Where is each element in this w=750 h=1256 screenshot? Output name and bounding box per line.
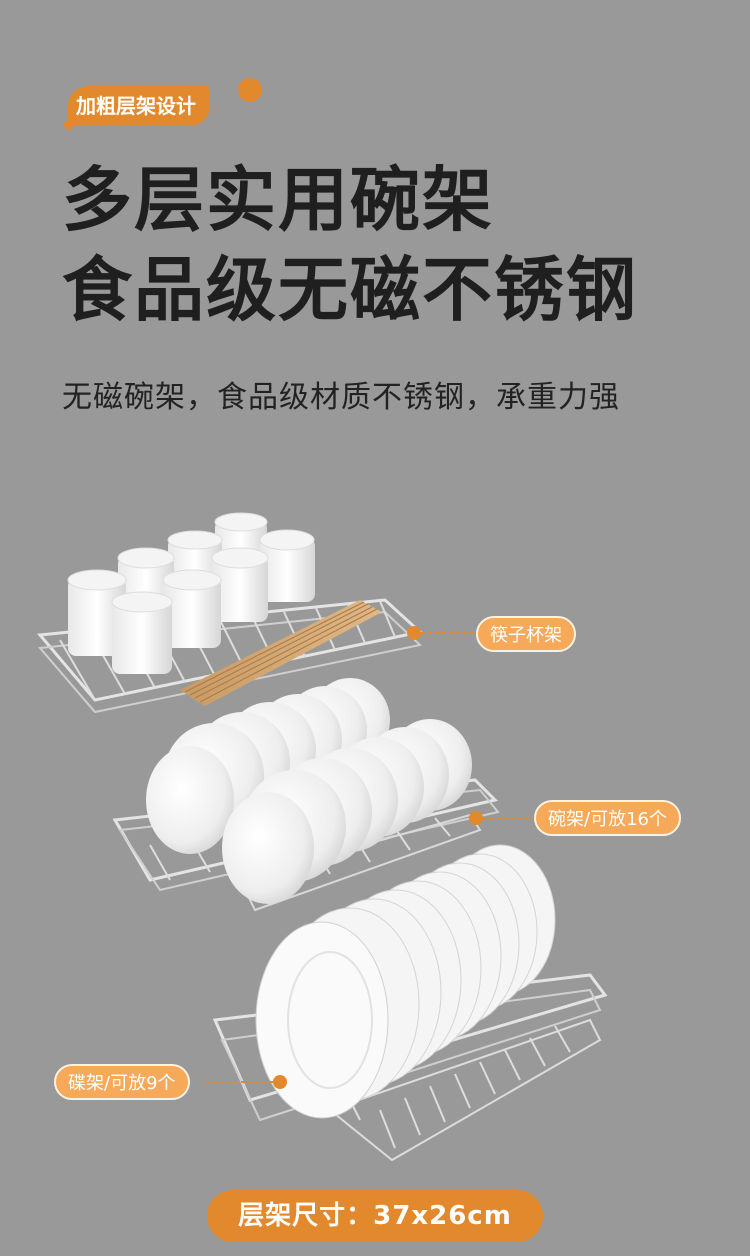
callout-plate-rack: 碟架/可放9个 bbox=[54, 1064, 190, 1100]
headline-line-1: 多层实用碗架 bbox=[62, 159, 494, 241]
feature-tag-label: 加粗层架设计 bbox=[68, 86, 210, 126]
dish-rack-illustration bbox=[37, 512, 608, 1162]
callout-leaders bbox=[206, 626, 534, 1089]
plate-rack bbox=[212, 844, 608, 1162]
subtitle: 无磁碗架，食品级材质不锈钢，承重力强 bbox=[62, 380, 620, 415]
headline-line-2: 食品级无磁不锈钢 bbox=[62, 249, 638, 331]
decor-dot bbox=[238, 78, 262, 102]
plates bbox=[255, 844, 556, 1119]
feature-tag: 加粗层架设计 bbox=[62, 78, 262, 132]
cup-rack bbox=[37, 512, 424, 714]
chopsticks bbox=[180, 600, 382, 706]
dimension-badge: 层架尺寸：37x26cm bbox=[207, 1190, 543, 1242]
bowls-front-row bbox=[222, 719, 472, 904]
bowl-rack bbox=[112, 678, 500, 912]
callout-bowl-rack: 碗架/可放16个 bbox=[534, 800, 681, 836]
cups bbox=[67, 512, 315, 674]
callout-chopstick-cup-rack: 筷子杯架 bbox=[476, 616, 576, 652]
